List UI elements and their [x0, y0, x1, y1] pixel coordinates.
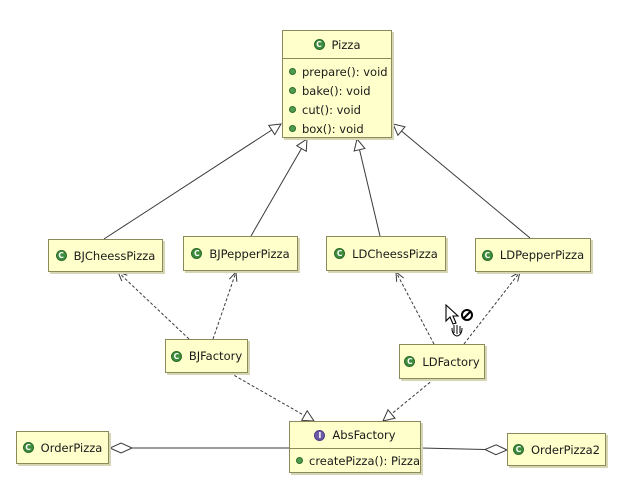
- method-label: prepare(): void: [302, 64, 388, 79]
- dependency-bjfactory-bjcheesspizza-line: [117, 271, 190, 340]
- realization-ldfactory-line: [391, 378, 435, 415]
- class-ldpepperpizza[interactable]: C LDPepperPizza: [475, 238, 591, 272]
- class-pizza-name: Pizza: [331, 37, 361, 52]
- dependency-ldfactory-ldpepperpizza-arrowhead: [511, 271, 521, 282]
- class-name: BJFactory: [188, 349, 243, 363]
- class-name: BJPepperPizza: [209, 246, 290, 261]
- method-label: box(): void: [302, 121, 364, 136]
- method-cut[interactable]: cut(): void: [283, 100, 391, 119]
- aggregation-orderpizza2-diamond: [483, 444, 509, 456]
- class-icon: C: [313, 39, 325, 50]
- class-pizza-members: prepare(): void bake(): void cut(): void…: [283, 58, 391, 140]
- realization-bjfactory-line: [229, 372, 305, 416]
- method-label: cut(): void: [302, 102, 361, 117]
- realization-ldfactory-arrowhead: [382, 408, 396, 422]
- interface-icon: I: [314, 429, 326, 441]
- class-icon: C: [513, 444, 524, 455]
- class-orderpizza2[interactable]: C OrderPizza2: [507, 433, 606, 466]
- class-icon: C: [55, 250, 67, 261]
- public-method-icon: [289, 106, 296, 113]
- generalization-ldcheesspizza-line: [359, 149, 381, 237]
- dependency-ldfactory-ldcheesspizza-arrowhead: [395, 270, 405, 282]
- dependency-ldfactory-ldcheesspizza-line: [395, 271, 435, 345]
- class-ldcheesspizza[interactable]: C LDCheessPizza: [326, 236, 446, 271]
- method-box[interactable]: box(): void: [283, 119, 391, 138]
- generalization-bjcheesspizza-arrowhead: [267, 123, 282, 136]
- dependency-ldfactory-ldpepperpizza-line: [463, 271, 521, 345]
- class-ldfactory-header[interactable]: C LDFactory: [400, 345, 484, 378]
- public-method-icon: [296, 457, 303, 464]
- class-icon: C: [334, 248, 346, 259]
- class-pizza-header[interactable]: C Pizza: [283, 31, 391, 58]
- generalization-bjpepperpizza-arrowhead: [295, 138, 308, 153]
- generalization-ldpepperpizza-line: [401, 130, 531, 239]
- class-orderpizza[interactable]: C OrderPizza: [16, 431, 109, 464]
- public-method-icon: [289, 125, 296, 132]
- interface-absfactory-header[interactable]: I AbsFactory: [290, 422, 420, 448]
- dependency-bjfactory-bjcheesspizza-arrowhead: [117, 271, 128, 282]
- class-bjpepperpizza-header[interactable]: C BJPepperPizza: [184, 237, 297, 270]
- public-method-icon: [289, 87, 296, 94]
- generalization-bjpepperpizza-line: [250, 148, 302, 237]
- class-name: LDFactory: [422, 354, 480, 369]
- class-orderpizza2-header[interactable]: C OrderPizza2: [508, 434, 605, 465]
- dependency-bjfactory-bjpepperpizza-arrowhead: [228, 270, 238, 282]
- method-prepare[interactable]: prepare(): void: [283, 62, 391, 81]
- generalization-ldcheesspizza-arrowhead: [353, 137, 366, 152]
- class-bjfactory-header[interactable]: C BJFactory: [166, 340, 247, 372]
- class-ldfactory[interactable]: C LDFactory: [399, 344, 485, 379]
- class-name: OrderPizza: [40, 440, 103, 455]
- class-ldpepperpizza-header[interactable]: C LDPepperPizza: [476, 239, 590, 271]
- interface-absfactory-members: createPizza(): Pizza: [290, 448, 420, 471]
- generalization-ldpepperpizza-arrowhead: [392, 123, 406, 137]
- class-icon: C: [191, 248, 203, 259]
- method-bake[interactable]: bake(): void: [283, 81, 391, 100]
- aggregation-orderpizza2-line: [420, 447, 486, 450]
- class-bjfactory[interactable]: C BJFactory: [165, 339, 248, 373]
- class-name: LDPepperPizza: [499, 248, 585, 262]
- class-bjcheesspizza-header[interactable]: C BJCheessPizza: [49, 240, 162, 271]
- method-label: createPizza(): Pizza: [309, 453, 421, 468]
- interface-name: AbsFactory: [332, 428, 396, 442]
- class-name: OrderPizza2: [531, 442, 600, 457]
- method-createpizza[interactable]: createPizza(): Pizza: [290, 451, 420, 470]
- aggregation-orderpizza-diamond: [108, 442, 134, 454]
- public-method-icon: [289, 68, 296, 75]
- class-orderpizza-header[interactable]: C OrderPizza: [17, 432, 108, 463]
- class-pizza[interactable]: C Pizza prepare(): void bake(): void cut…: [282, 30, 392, 138]
- generalization-bjcheesspizza-line: [103, 129, 273, 240]
- class-icon: C: [22, 442, 34, 453]
- class-name: LDCheessPizza: [352, 246, 438, 261]
- class-name: BJCheessPizza: [73, 248, 156, 263]
- class-icon: C: [404, 356, 416, 367]
- class-ldcheesspizza-header[interactable]: C LDCheessPizza: [327, 237, 445, 270]
- dependency-bjfactory-bjpepperpizza-line: [212, 271, 237, 340]
- forbidden-drag-cursor-icon: [445, 303, 473, 337]
- realization-bjfactory-arrowhead: [300, 409, 315, 422]
- class-bjcheesspizza[interactable]: C BJCheessPizza: [48, 239, 163, 272]
- class-bjpepperpizza[interactable]: C BJPepperPizza: [183, 236, 298, 271]
- class-icon: C: [481, 249, 493, 261]
- class-icon: C: [170, 350, 182, 362]
- method-label: bake(): void: [302, 83, 371, 98]
- interface-absfactory[interactable]: I AbsFactory createPizza(): Pizza: [289, 421, 421, 473]
